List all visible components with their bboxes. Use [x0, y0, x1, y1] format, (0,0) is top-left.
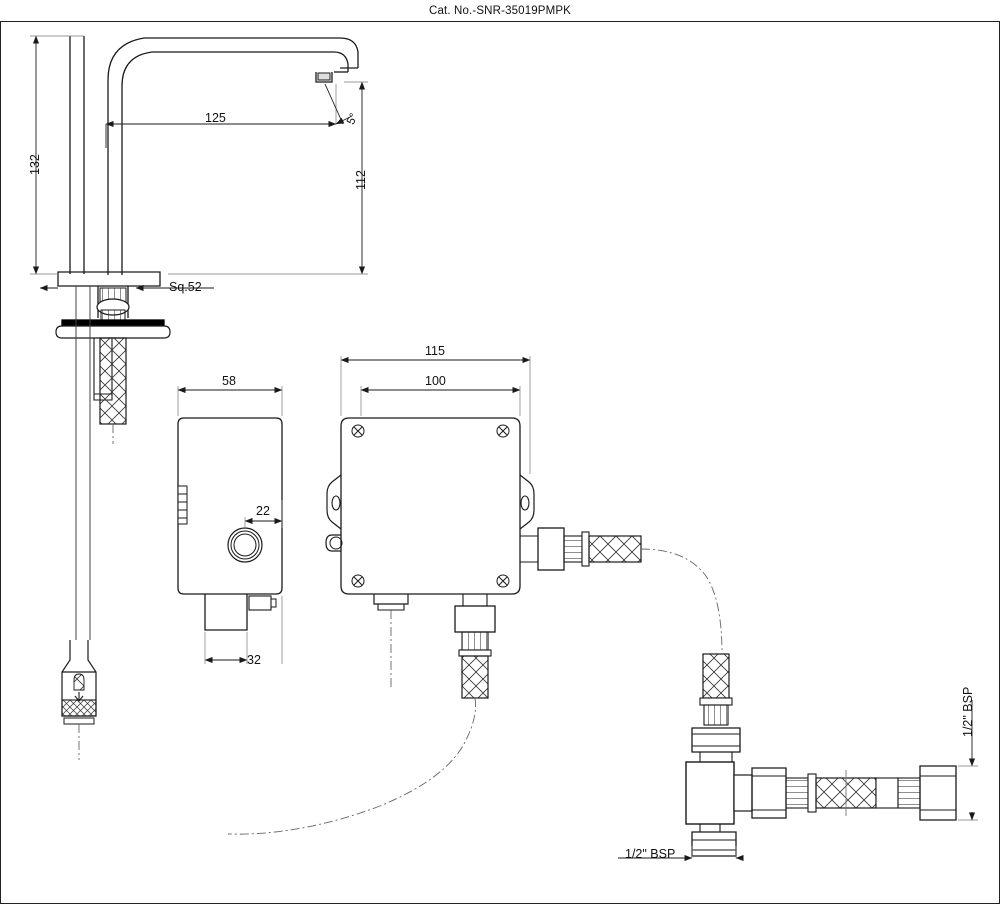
label-outlet-thread: 1/2" BSP: [961, 686, 975, 737]
label-spout-height: 112: [354, 170, 368, 190]
dimension-box-body-width: [360, 386, 521, 416]
label-inlet-thread: 1/2" BSP: [625, 847, 676, 861]
dimension-faucet-height: [30, 35, 84, 275]
label-box-side-depth: 32: [247, 653, 261, 667]
dimension-outlet-thread: [958, 700, 978, 821]
label-box-overall-width: 115: [425, 344, 445, 358]
view-control-box-front: [227, 417, 723, 835]
dimension-spout-height: [168, 81, 368, 275]
label-box-body-width: 100: [425, 374, 446, 388]
label-faucet-height: 132: [28, 154, 42, 175]
sheet-header: Cat. No.-SNR-35019PMPK: [0, 0, 1000, 22]
label-box-side-width: 58: [222, 374, 236, 388]
view-faucet-elevation: [55, 36, 359, 640]
dimension-box-sensor-offset: [244, 500, 283, 528]
dimension-box-side-width: [177, 386, 283, 416]
dimension-box-overall-width: [340, 356, 531, 474]
dimension-spout-angle: [324, 83, 353, 125]
label-spout-reach: 125: [205, 111, 226, 125]
label-base-size: Sq.52: [169, 280, 202, 294]
label-box-sensor-offset: 22: [256, 504, 270, 518]
view-control-box-side: [177, 417, 283, 631]
dimension-spout-reach: [105, 84, 337, 148]
dimension-box-side-depth: [204, 596, 283, 664]
view-valve-assembly: [685, 653, 957, 857]
dimension-inlet-thread: [618, 846, 744, 862]
sensor-cable-connector: [61, 640, 97, 760]
catalogue-number: Cat. No.-SNR-35019PMPK: [429, 4, 571, 17]
